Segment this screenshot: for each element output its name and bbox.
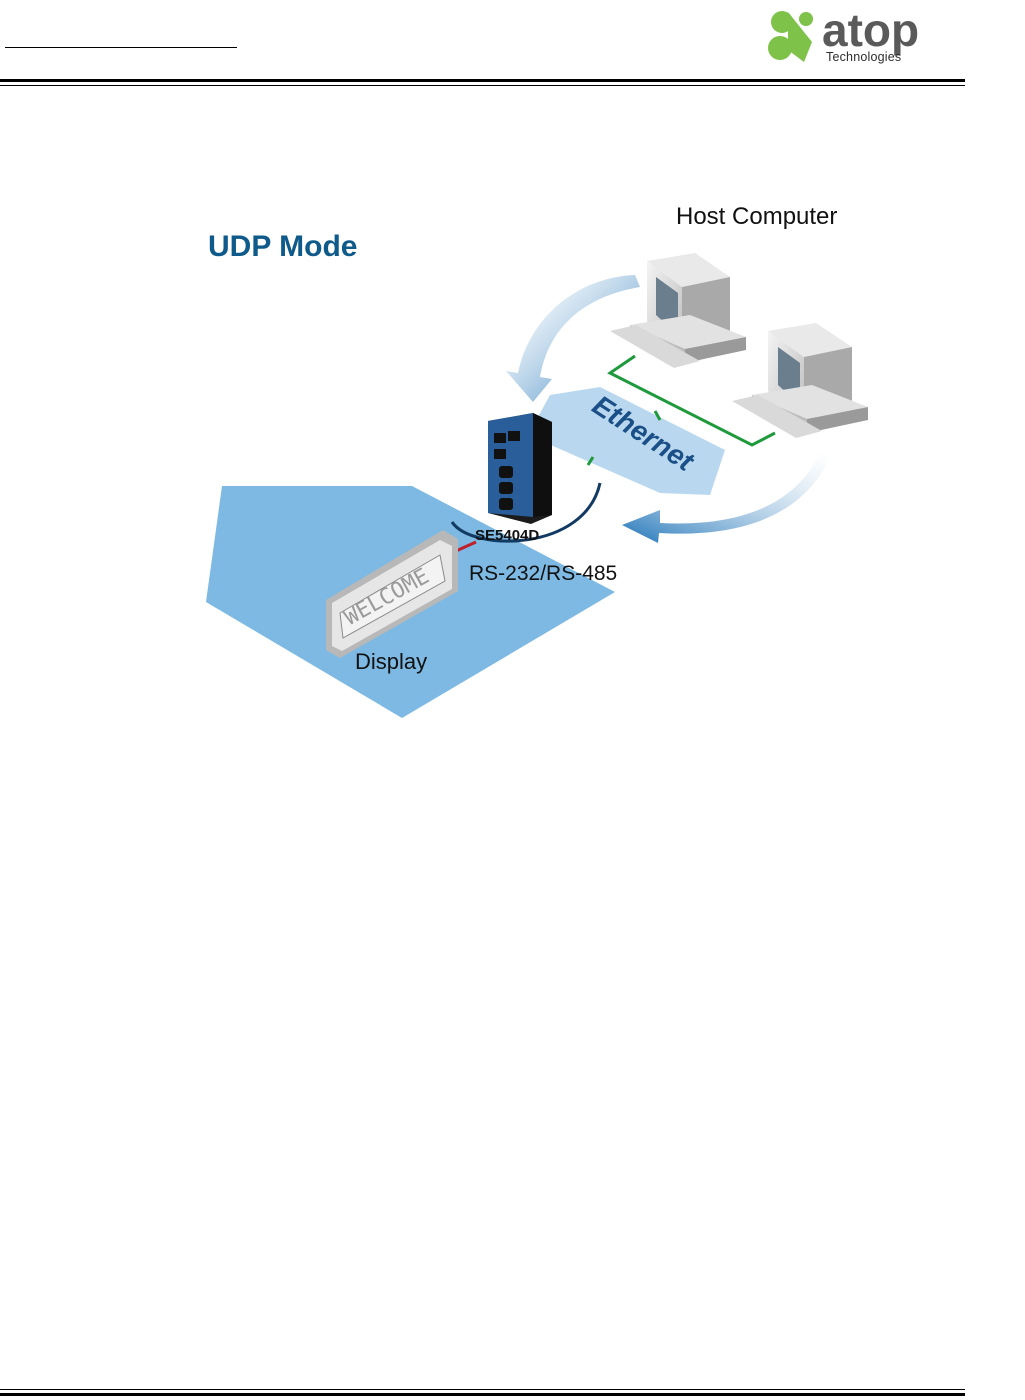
device-model-label: SE5404D [475, 527, 540, 544]
footer-rule [0, 1393, 965, 1396]
udp-mode-diagram: WELCOME Ethernet [206, 253, 868, 718]
arrow-host-return [622, 453, 830, 543]
ethernet-band [528, 387, 725, 495]
logo-wordmark: atop [822, 4, 919, 56]
device-arc [450, 482, 602, 543]
host-computer-2 [732, 323, 868, 438]
header-rule-thin [0, 85, 965, 86]
diagram-title: UDP Mode [208, 230, 358, 263]
host-computer-label: Host Computer [676, 203, 838, 230]
atop-logo: atop [768, 4, 919, 62]
logo-subtitle: Technologies [826, 50, 902, 64]
serial-interface-label: RS-232/RS-485 [469, 562, 618, 585]
welcome-display: WELCOME [326, 530, 458, 658]
display-label: Display [355, 649, 428, 674]
se5404d-device [488, 413, 552, 524]
header-rule [0, 79, 965, 82]
header-underline [5, 47, 237, 48]
host-computer-1 [610, 253, 746, 368]
footer-rule-thin [0, 1389, 965, 1390]
arrow-host-to-device [506, 275, 640, 402]
ethernet-network-lines [586, 354, 776, 466]
serial-cable [455, 540, 477, 553]
